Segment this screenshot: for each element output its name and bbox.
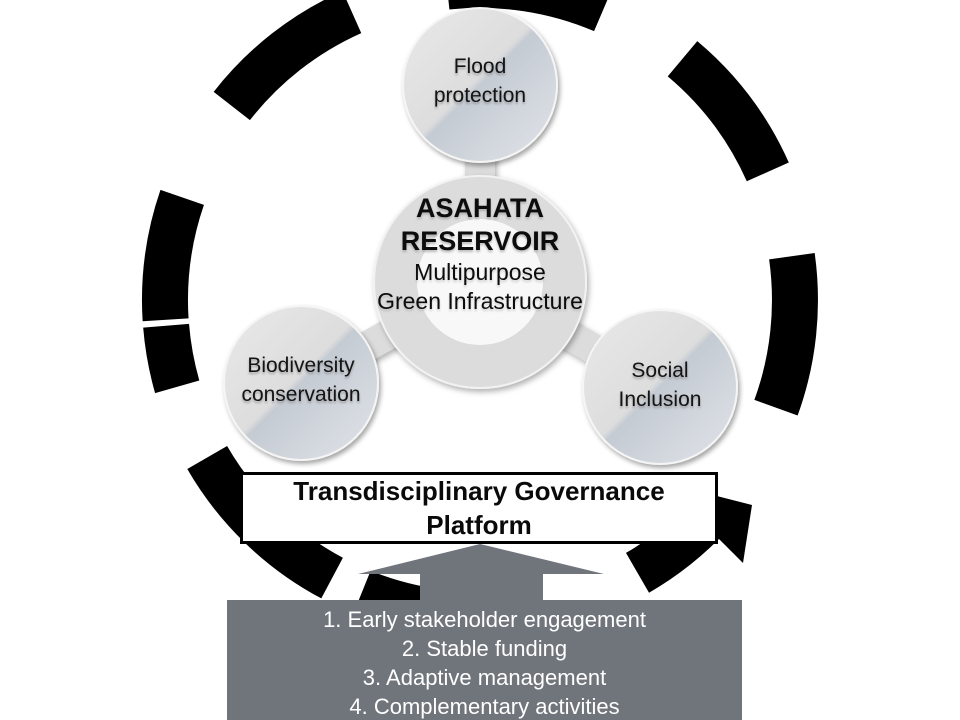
arc-right bbox=[754, 253, 818, 416]
arc-top-left bbox=[213, 0, 362, 121]
hub-title-line2: RESERVOIR bbox=[400, 226, 560, 256]
enabler-item: 3. Adaptive management bbox=[362, 665, 607, 690]
node-label-line: Social bbox=[631, 359, 689, 382]
node-label-social-inclusion: Social Inclusion bbox=[550, 356, 770, 414]
node-circles bbox=[223, 7, 738, 465]
arc-top-right bbox=[667, 41, 789, 182]
node-label-line: Flood bbox=[453, 55, 507, 78]
governance-platform-box: Transdisciplinary Governance Platform bbox=[240, 472, 718, 544]
arc-left-upper bbox=[142, 189, 205, 322]
hub-text: ASAHATA RESERVOIR Multipurpose Green Inf… bbox=[320, 192, 640, 316]
arc-top bbox=[448, 0, 608, 32]
governance-line2: Platform bbox=[426, 510, 532, 540]
enablers-box: 1. Early stakeholder engagement 2. Stabl… bbox=[227, 600, 742, 720]
node-label-biodiversity-conservation: Biodiversity conservation bbox=[181, 351, 421, 409]
node-label-line: Biodiversity bbox=[247, 354, 355, 377]
node-circle-biodiversity-conservation bbox=[223, 305, 379, 461]
hub-ring bbox=[373, 175, 587, 389]
enabler-item: 2. Stable funding bbox=[401, 636, 568, 661]
hub-subtitle-line1: Multipurpose bbox=[414, 259, 546, 285]
node-circle-social-inclusion bbox=[582, 309, 738, 465]
hub-subtitle-line2: Green Infrastructure bbox=[377, 288, 583, 314]
hub-title-line1: ASAHATA bbox=[416, 193, 544, 223]
up-arrow bbox=[358, 544, 604, 601]
node-circle-flood-protection bbox=[402, 7, 558, 163]
governance-platform-text: Transdisciplinary Governance Platform bbox=[243, 474, 715, 542]
hub-ring-inner bbox=[417, 219, 543, 345]
node-label-line: conservation bbox=[241, 383, 361, 406]
node-label-line: Inclusion bbox=[618, 388, 702, 411]
enabler-item: 1. Early stakeholder engagement bbox=[323, 607, 646, 632]
governance-line1: Transdisciplinary Governance bbox=[293, 476, 665, 506]
node-label-flood-protection: Flood protection bbox=[370, 52, 590, 110]
enabler-item: 4. Complementary activities bbox=[349, 694, 620, 719]
node-label-line: protection bbox=[433, 84, 527, 107]
arc-left-lower bbox=[143, 323, 200, 394]
